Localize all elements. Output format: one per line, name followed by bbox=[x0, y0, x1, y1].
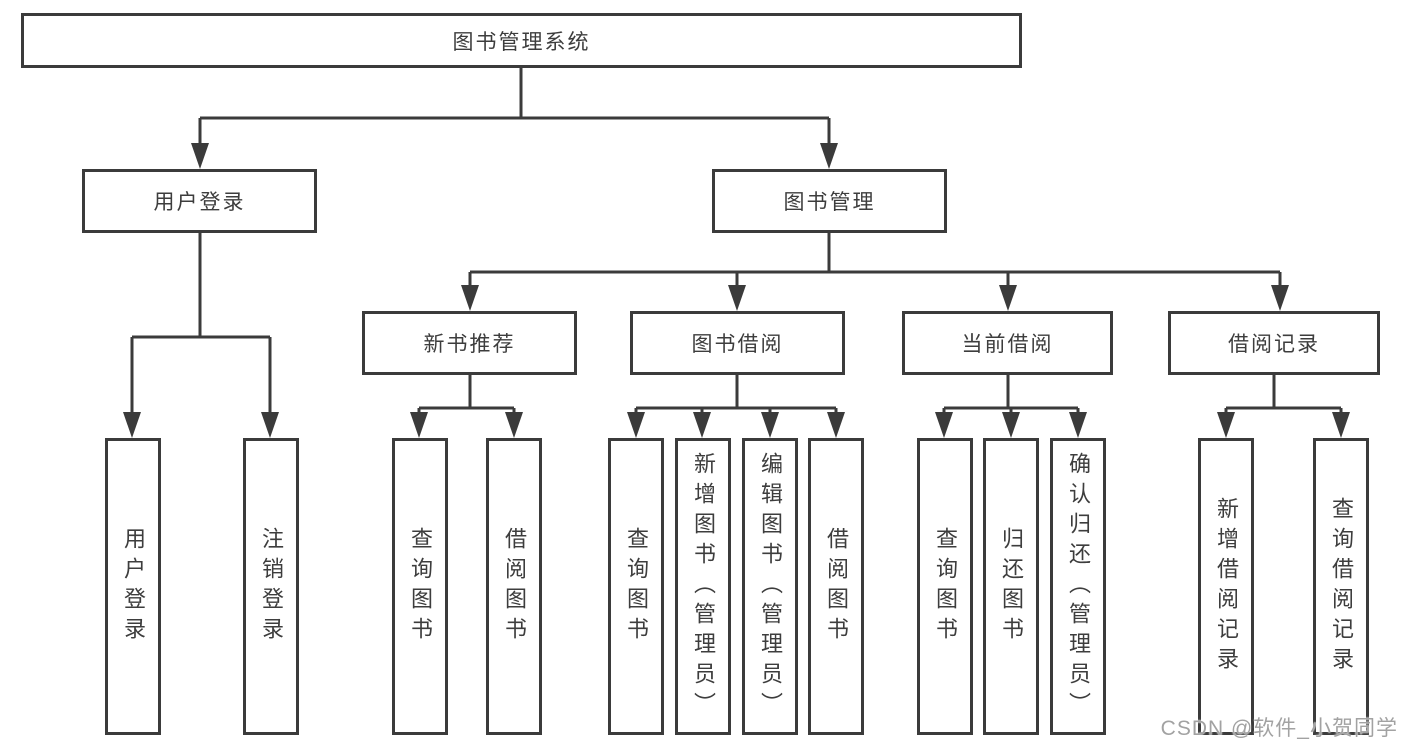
node-borrow-records: 借阅记录 bbox=[1168, 311, 1380, 375]
leaf-add-book-admin: 新增图书（管理员） bbox=[675, 438, 731, 735]
leaf-add-borrow-record-label: 新增借阅记录 bbox=[1214, 496, 1239, 677]
leaf-query-book-3-label: 查询图书 bbox=[933, 526, 958, 647]
node-book-management-label: 图书管理 bbox=[783, 191, 876, 214]
node-user-login: 用户登录 bbox=[82, 169, 317, 233]
node-book-borrow-label: 图书借阅 bbox=[691, 333, 784, 356]
arrowheads bbox=[123, 143, 1350, 438]
leaf-query-book-2: 查询图书 bbox=[608, 438, 664, 735]
node-user-login-label: 用户登录 bbox=[153, 191, 246, 214]
node-root-system: 图书管理系统 bbox=[21, 13, 1022, 68]
leaf-query-book-3: 查询图书 bbox=[917, 438, 973, 735]
leaf-return-book-label: 归还图书 bbox=[999, 526, 1024, 647]
node-current-borrow: 当前借阅 bbox=[902, 311, 1113, 375]
leaf-borrow-book-1: 借阅图书 bbox=[486, 438, 542, 735]
leaf-return-book: 归还图书 bbox=[983, 438, 1039, 735]
leaf-add-book-admin-label: 新增图书（管理员） bbox=[691, 451, 716, 722]
leaf-confirm-return-admin-label: 确认归还（管理员） bbox=[1066, 451, 1091, 722]
node-book-borrow: 图书借阅 bbox=[630, 311, 845, 375]
leaf-borrow-book-2-label: 借阅图书 bbox=[824, 526, 849, 647]
node-root-label: 图书管理系统 bbox=[452, 30, 591, 54]
leaf-edit-book-admin-label: 编辑图书（管理员） bbox=[758, 451, 783, 722]
node-new-book-recommend-label: 新书推荐 bbox=[423, 333, 516, 356]
leaf-borrow-book-1-label: 借阅图书 bbox=[502, 526, 527, 647]
leaf-query-borrow-record-label: 查询借阅记录 bbox=[1329, 496, 1354, 677]
leaf-borrow-book-2: 借阅图书 bbox=[808, 438, 864, 735]
node-current-borrow-label: 当前借阅 bbox=[961, 333, 1054, 356]
leaf-logout-label: 注销登录 bbox=[259, 526, 284, 647]
leaf-logout: 注销登录 bbox=[243, 438, 299, 735]
leaf-add-borrow-record: 新增借阅记录 bbox=[1198, 438, 1254, 735]
leaf-query-book-2-label: 查询图书 bbox=[624, 526, 649, 647]
leaf-user-login-label: 用户登录 bbox=[121, 526, 146, 647]
leaf-query-borrow-record: 查询借阅记录 bbox=[1313, 438, 1369, 735]
leaf-edit-book-admin: 编辑图书（管理员） bbox=[742, 438, 798, 735]
leaf-user-login: 用户登录 bbox=[105, 438, 161, 735]
node-new-book-recommend: 新书推荐 bbox=[362, 311, 577, 375]
leaf-confirm-return-admin: 确认归还（管理员） bbox=[1050, 438, 1106, 735]
csdn-watermark: CSDN @软件_小贺同学 bbox=[1160, 717, 1398, 740]
node-book-management: 图书管理 bbox=[712, 169, 947, 233]
node-borrow-records-label: 借阅记录 bbox=[1228, 333, 1320, 356]
leaf-query-book-1-label: 查询图书 bbox=[408, 526, 433, 647]
leaf-query-book-1: 查询图书 bbox=[392, 438, 448, 735]
